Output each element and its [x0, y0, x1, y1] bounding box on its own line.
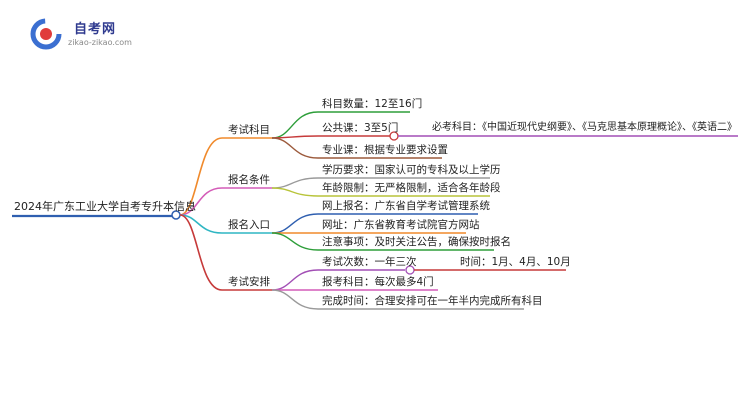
root-node: 2024年广东工业大学自考专升本信息	[14, 200, 196, 213]
leaf-notes: 注意事项：及时关注公告，确保按时报名	[322, 236, 511, 248]
logo-mark-icon	[30, 18, 62, 50]
leaf-age-limit: 年龄限制：无严格限制，适合各年龄段	[322, 182, 501, 194]
branch-registration: 报名入口	[228, 219, 270, 231]
branch-exam-schedule: 考试安排	[228, 276, 270, 288]
site-logo[interactable]: 自考网 zikao-zikao.com	[30, 16, 150, 52]
leaf-exam-frequency: 考试次数：一年三次	[322, 256, 417, 268]
leaf-website: 网址：广东省教育考试院官方网站	[322, 219, 480, 231]
leaf-major-courses: 专业课：根据专业要求设置	[322, 144, 448, 156]
logo-url: zikao-zikao.com	[68, 38, 132, 47]
leaf-completion-time: 完成时间：合理安排可在一年半内完成所有科目	[322, 295, 543, 307]
leaf-subject-count: 科目数量：12至16门	[322, 98, 423, 110]
leaf-subjects-per-exam: 报考科目：每次最多4门	[322, 276, 434, 288]
branch-exam-subjects: 考试科目	[228, 124, 270, 136]
branch-eligibility: 报名条件	[228, 174, 270, 186]
leaf-education-requirement: 学历要求：国家认可的专科及以上学历	[322, 164, 501, 176]
leaf-required-subjects: 必考科目：《中国近现代史纲要》、《马克思基本原理概论》、《英语二》	[432, 122, 737, 133]
leaf-exam-months: 时间：1月、4月、10月	[460, 256, 571, 268]
leaf-online-registration: 网上报名：广东省自学考试管理系统	[322, 200, 490, 212]
leaf-public-courses: 公共课：3至5门	[322, 122, 399, 134]
logo-title: 自考网	[74, 22, 117, 37]
